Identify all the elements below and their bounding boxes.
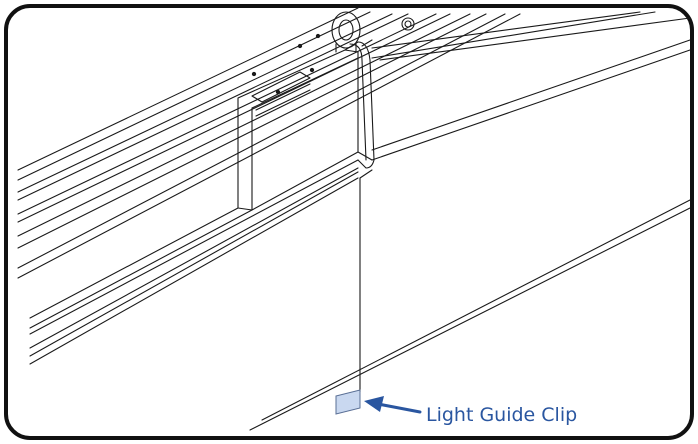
line-art [17, 7, 691, 431]
rail-assembly [17, 7, 521, 279]
arrow-left-icon [364, 396, 422, 414]
carriage-block [29, 49, 373, 365]
frame-border [4, 4, 694, 440]
light-guide-panel [249, 169, 691, 431]
hardware-details [251, 17, 415, 95]
callout-label: Light Guide Clip [426, 404, 578, 426]
eye-bolt [331, 11, 361, 53]
right-rail [371, 11, 691, 161]
light-guide-clip [335, 389, 361, 415]
